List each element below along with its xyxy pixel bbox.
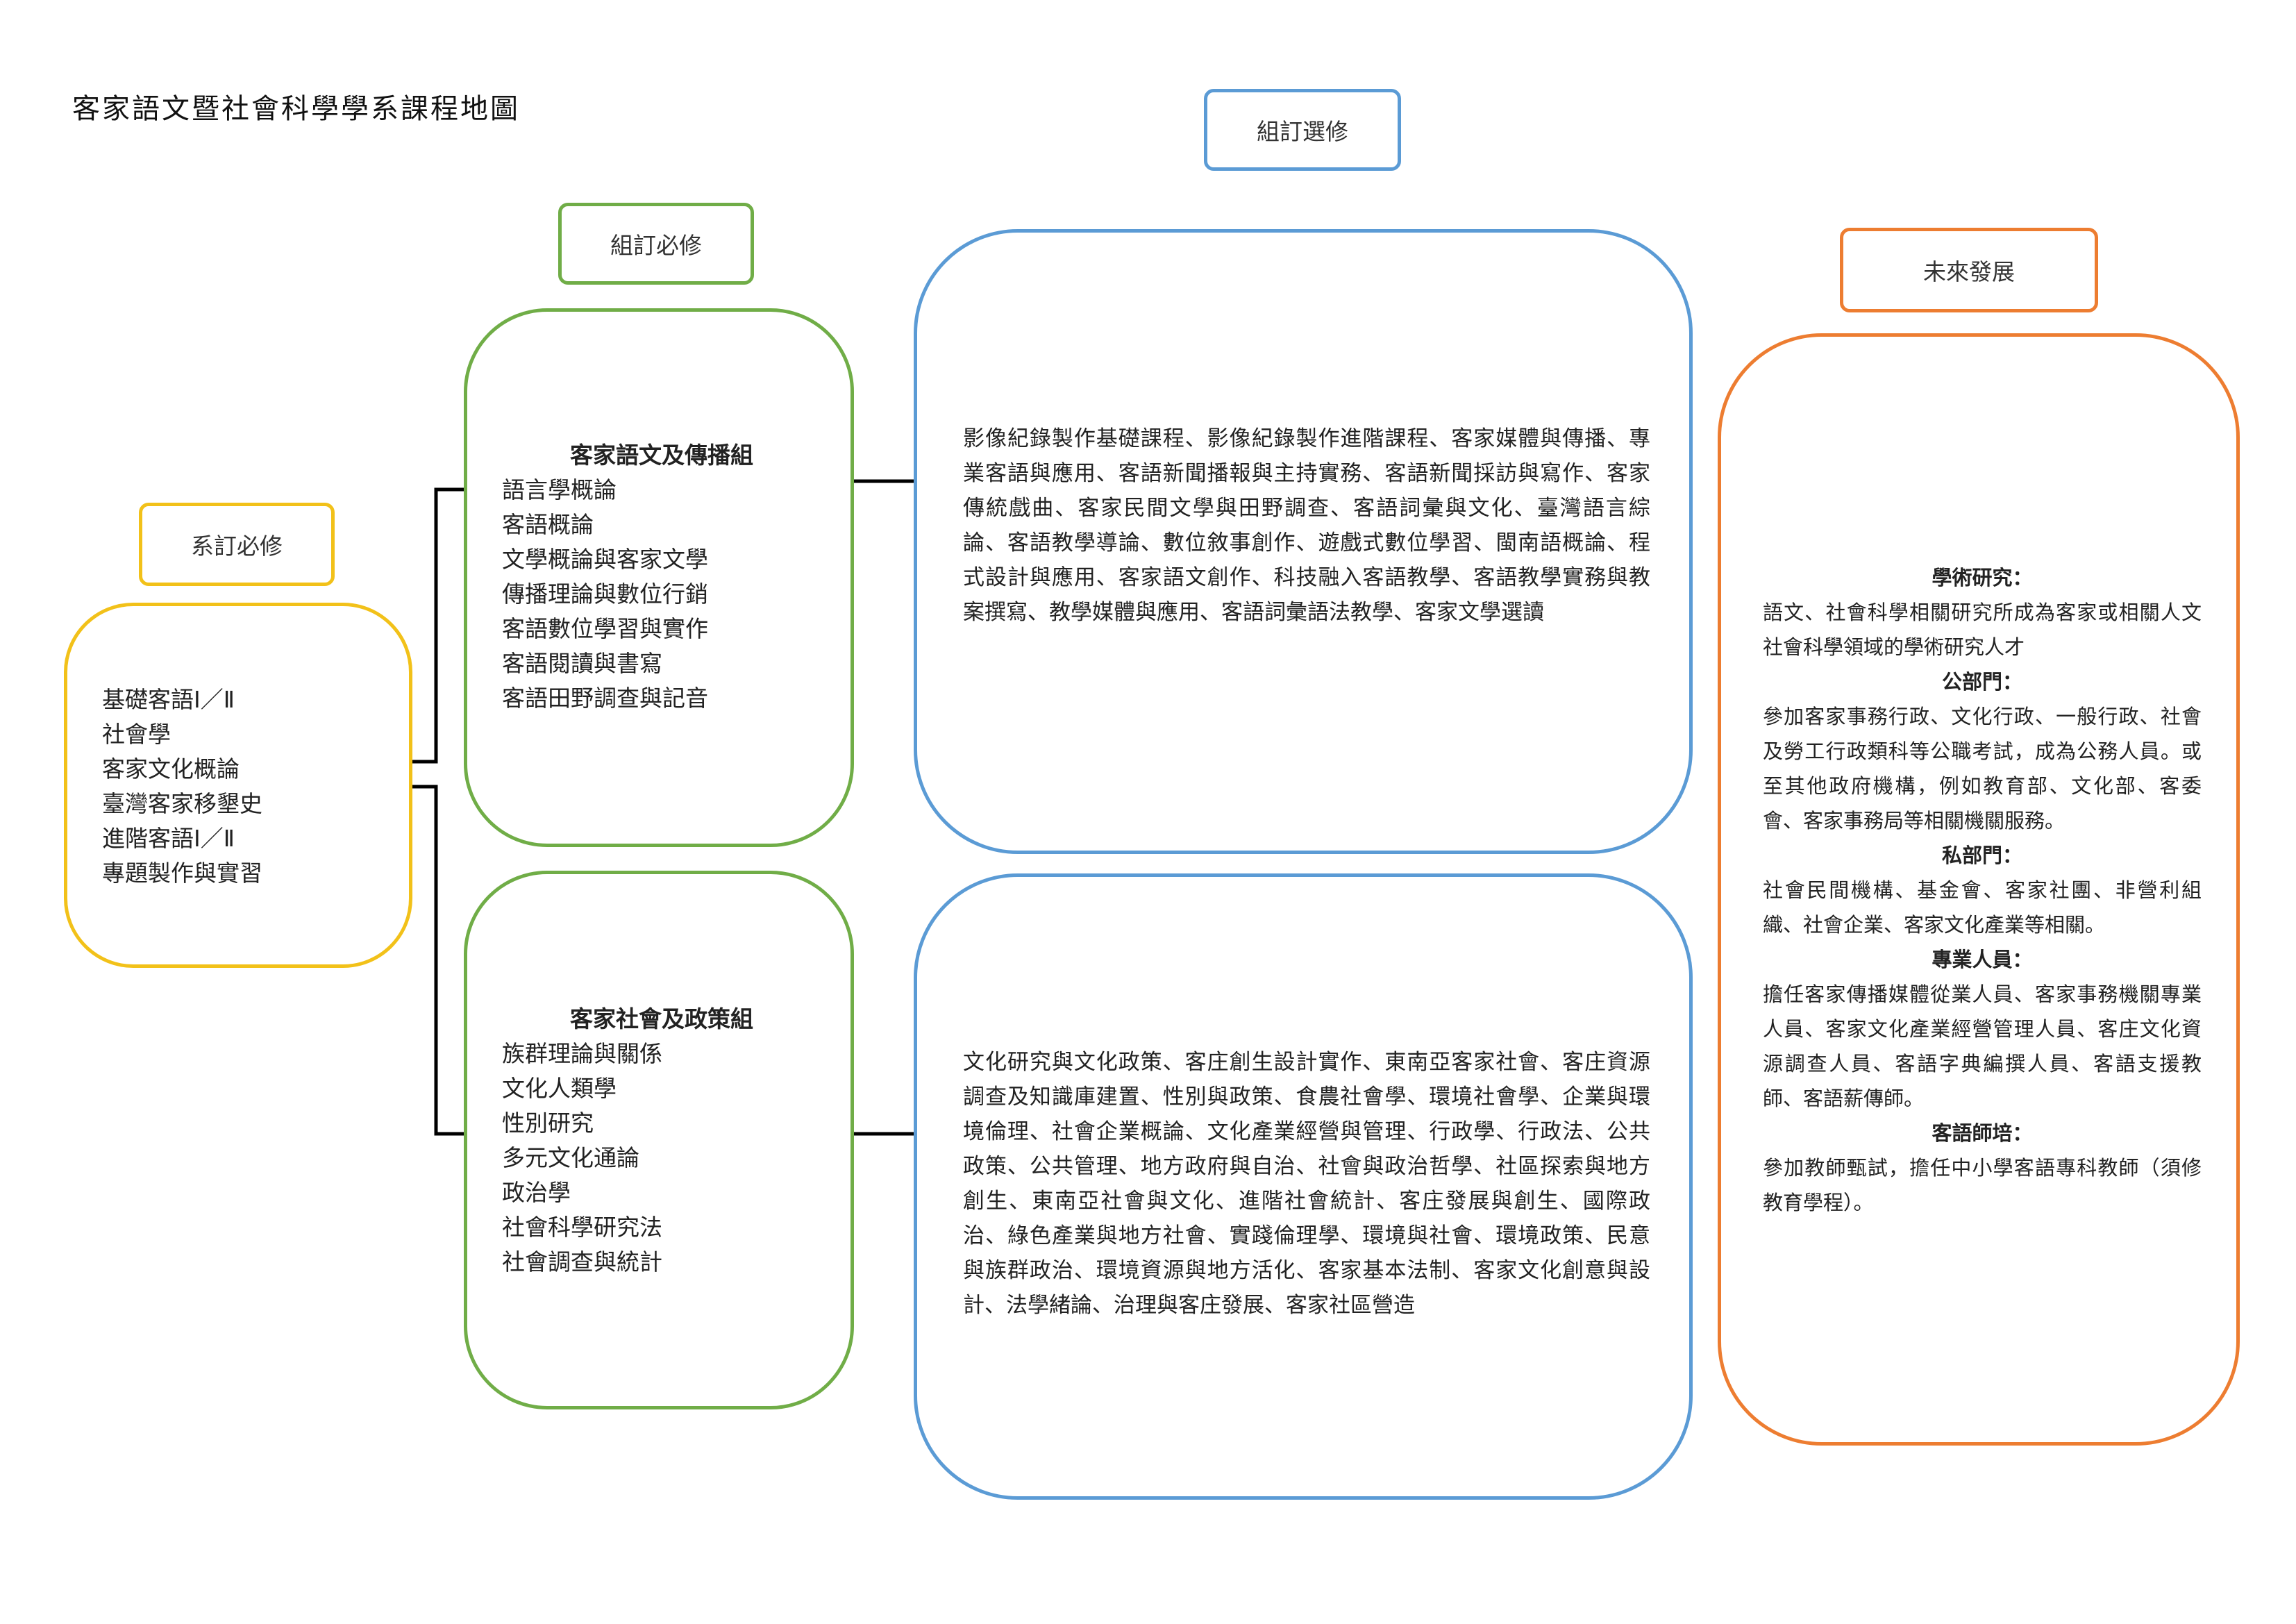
future-heading: 私部門： (1941, 844, 2022, 867)
dept-course: 進階客語Ⅰ／Ⅱ (102, 825, 235, 852)
group-policy-course: 族群理論與關係 (502, 1040, 662, 1067)
future-heading: 專業人員： (1932, 948, 2033, 971)
dept-course: 臺灣客家移墾史 (102, 790, 262, 817)
future-heading: 客語師培： (1932, 1121, 2033, 1145)
future-box: 學術研究： 語文、社會科學相關研究所成為客家或相關人文社會科學領域的學術研究人才… (1718, 333, 2240, 1446)
future-body: 社會民間機構、基金會、客家社團、非營利組織、社會企業、客家文化產業等相關。 (1763, 878, 2202, 937)
dept-course: 基礎客語Ⅰ／Ⅱ (102, 686, 235, 713)
group-media-title: 客家語文及傳播組 (570, 442, 753, 469)
label-future: 未來發展 (1840, 228, 2098, 312)
elective-policy-box: 文化研究與文化政策、客庄創生設計實作、東南亞客家社會、客庄資源調查及知識庫建置、… (914, 873, 1693, 1500)
future-body: 參加教師甄試，擔任中小學客語專科教師（須修教育學程）。 (1763, 1156, 2202, 1214)
future-heading: 學術研究： (1932, 566, 2033, 589)
future-body: 參加客家事務行政、文化行政、一般行政、社會及勞工行政類科等公職考試，成為公務人員… (1763, 705, 2202, 832)
dept-course: 專題製作與實習 (102, 860, 262, 887)
page-title: 客家語文暨社會科學學系課程地圖 (72, 93, 520, 125)
elective-media-text: 影像紀錄製作基礎課程、影像紀錄製作進階課程、客家媒體與傳播、專業客語與應用、客語… (963, 426, 1650, 625)
group-media-course: 客語閱讀與書寫 (502, 650, 662, 677)
group-media-course: 文學概論與客家文學 (502, 546, 708, 573)
group-policy-course: 政治學 (502, 1179, 571, 1206)
elective-media-box: 影像紀錄製作基礎課程、影像紀錄製作進階課程、客家媒體與傳播、專業客語與應用、客語… (914, 229, 1693, 854)
group-media-box: 客家語文及傳播組 語言學概論 客語概論 文學概論與客家文學 傳播理論與數位行銷 … (464, 308, 854, 847)
label-group-required: 組訂必修 (558, 203, 754, 285)
connector-dept-to-policy (411, 785, 465, 1136)
group-media-course: 客語數位學習與實作 (502, 615, 708, 642)
connector-dept-to-groups (411, 487, 465, 764)
group-media-course: 傳播理論與數位行銷 (502, 580, 708, 608)
group-policy-course: 社會調查與統計 (502, 1248, 662, 1275)
group-policy-course: 社會科學研究法 (502, 1214, 662, 1241)
dept-required-box: 基礎客語Ⅰ／Ⅱ 社會學 客家文化概論 臺灣客家移墾史 進階客語Ⅰ／Ⅱ 專題製作與… (64, 603, 412, 968)
group-policy-course: 性別研究 (502, 1110, 594, 1137)
elective-policy-text: 文化研究與文化政策、客庄創生設計實作、東南亞客家社會、客庄資源調查及知識庫建置、… (963, 1050, 1650, 1318)
label-group-elective: 組訂選修 (1204, 89, 1401, 171)
group-policy-course: 多元文化通論 (502, 1144, 639, 1171)
future-body: 擔任客家傳播媒體從業人員、客家事務機關專業人員、客家文化產業經營管理人員、客庄文… (1763, 982, 2202, 1110)
dept-course: 社會學 (102, 721, 171, 748)
future-heading: 公部門： (1941, 670, 2022, 694)
group-media-course: 客語田野調查與記音 (502, 685, 708, 712)
group-media-course: 客語概論 (502, 511, 594, 538)
group-policy-course: 文化人類學 (502, 1075, 617, 1102)
future-body: 語文、社會科學相關研究所成為客家或相關人文社會科學領域的學術研究人才 (1763, 601, 2202, 659)
label-dept-required: 系訂必修 (139, 503, 335, 586)
group-media-course: 語言學概論 (502, 476, 617, 503)
group-policy-title: 客家社會及政策組 (570, 1005, 753, 1032)
dept-course: 客家文化概論 (102, 755, 240, 782)
group-policy-box: 客家社會及政策組 族群理論與關係 文化人類學 性別研究 多元文化通論 政治學 社… (464, 871, 854, 1409)
